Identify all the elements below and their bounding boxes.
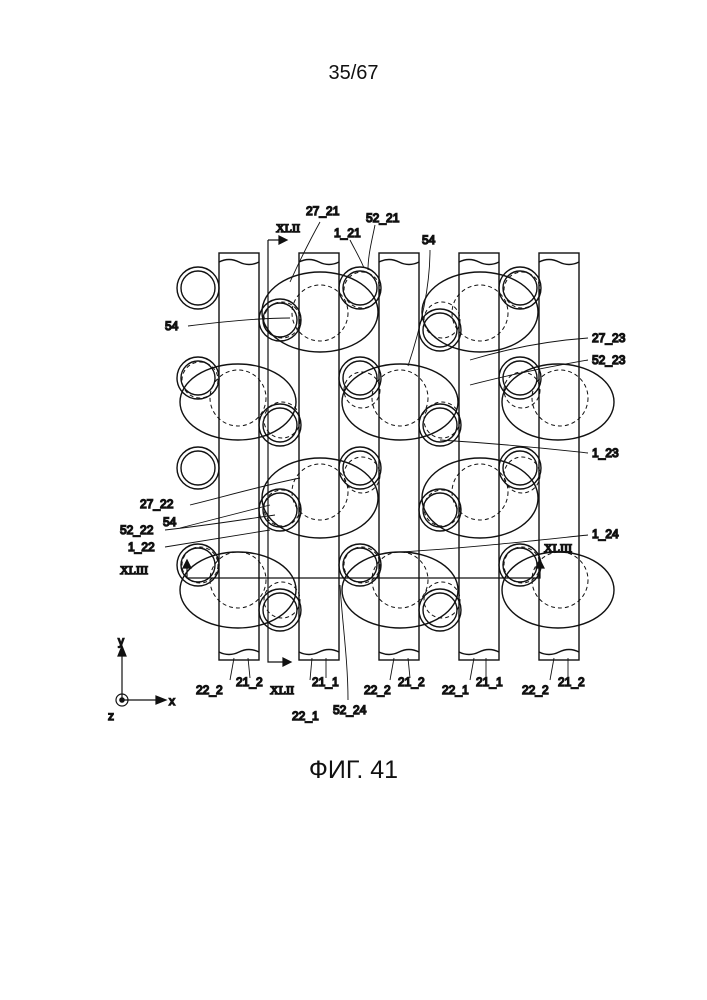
label-52-24: 52_24 — [333, 703, 367, 717]
label-54-top: 54 — [422, 233, 436, 247]
label-27-23: 27_23 — [592, 331, 626, 345]
bottom-label: 21_1 — [312, 675, 339, 689]
bottom-label: 21_1 — [476, 675, 503, 689]
bottom-label: 22_2 — [522, 683, 549, 697]
bottom-label: 22_1 — [442, 683, 469, 697]
label-52-23: 52_23 — [592, 353, 626, 367]
figure-caption: ФИГ. 41 — [0, 756, 707, 785]
label-27-22: 27_22 — [140, 497, 174, 511]
label-1-23: 1_23 — [592, 446, 619, 460]
label-27-21: 27_21 — [306, 204, 340, 218]
label-54-mid: 54 — [163, 515, 177, 529]
axes-indicator — [116, 646, 166, 706]
label-1-22: 1_22 — [128, 540, 155, 554]
label-54-left: 54 — [165, 319, 179, 333]
label-52-22: 52_22 — [120, 523, 154, 537]
label-52-21: 52_21 — [366, 211, 400, 225]
bottom-label: 22_2 — [364, 683, 391, 697]
axis-x-label: x — [169, 694, 175, 708]
axis-y-label: y — [118, 634, 124, 648]
axis-z-label: z — [108, 709, 114, 723]
bottom-label: 22_2 — [196, 683, 223, 697]
section-label-bottom: XLII — [270, 683, 294, 697]
bottom-label: 21_2 — [398, 675, 425, 689]
bottom-label: 21_2 — [558, 675, 585, 689]
dashed-circles — [182, 272, 588, 618]
label-1-21: 1_21 — [334, 226, 361, 240]
bottom-label: 21_2 — [236, 675, 263, 689]
section-label-left: XLIII — [120, 563, 148, 577]
bottom-label: 22_1 — [292, 709, 319, 723]
large-ellipses — [180, 272, 614, 628]
section-label-top: XLII — [276, 221, 300, 235]
label-1-24: 1_24 — [592, 527, 619, 541]
section-label-right: XLIII — [544, 541, 572, 555]
vertical-strips — [219, 253, 579, 660]
